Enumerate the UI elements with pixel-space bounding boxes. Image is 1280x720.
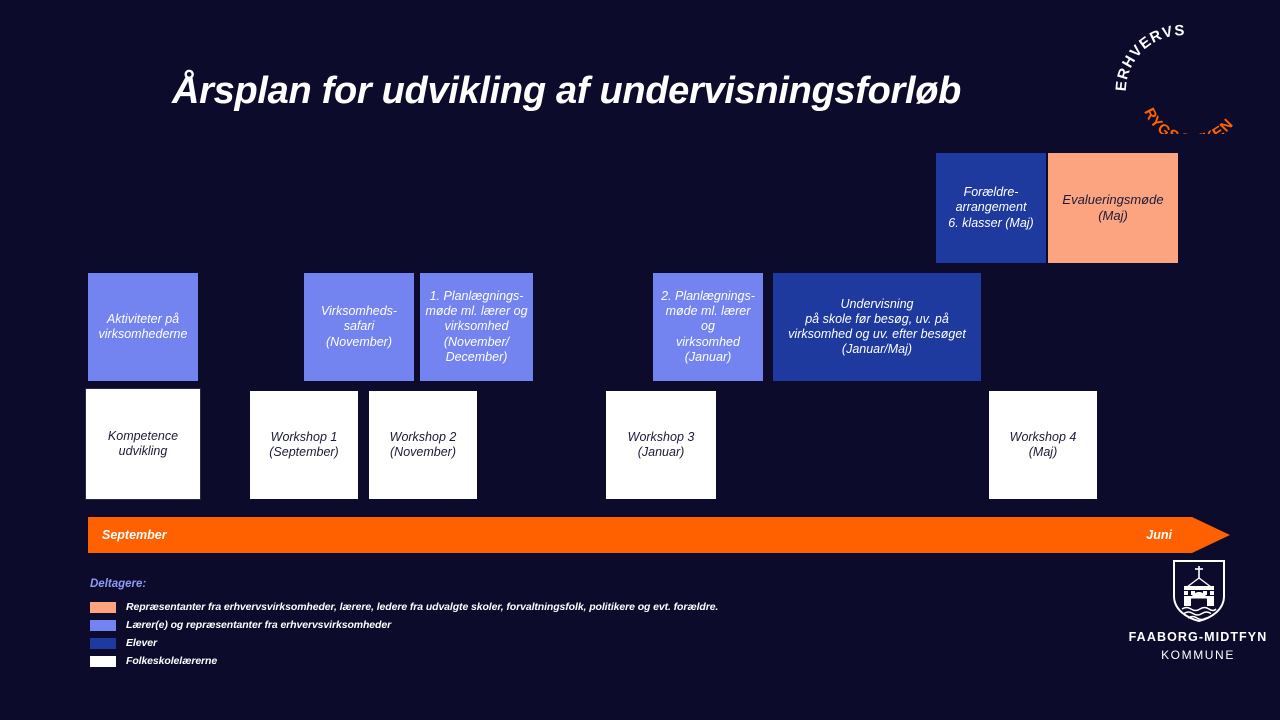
legend-item-label: Folkeskolelærerne	[126, 655, 218, 667]
box-workshop-1-label: Workshop 1(September)	[269, 429, 339, 459]
legend-swatch-darkblue	[90, 637, 116, 649]
box-workshop-2[interactable]: Workshop 2(November)	[369, 391, 477, 499]
svg-text:RYGSÆKKEN: RYGSÆKKEN	[1140, 105, 1237, 134]
legend-item: Lærer(e) og repræsentanter fra erhvervsv…	[90, 617, 850, 633]
legend: Deltagere: Repræsentanter fra erhvervsvi…	[90, 578, 850, 671]
logo-bottom-text: RYGSÆKKEN	[1140, 105, 1236, 134]
box-virksomheds-safari-label: Virksomheds-safari(November)	[320, 304, 398, 349]
legend-item-label: Elever	[126, 637, 157, 649]
legend-item-label: Lærer(e) og repræsentanter fra erhvervsv…	[126, 619, 392, 631]
coat-of-arms-shield-icon	[1171, 558, 1227, 624]
legend-swatch-white	[90, 655, 116, 667]
timeline-end-label: Juni	[1146, 528, 1172, 542]
legend-item: Repræsentanter fra erhvervsvirksomheder,…	[90, 599, 850, 615]
legend-item-label: Repræsentanter fra erhvervsvirksomheder,…	[126, 601, 719, 613]
legend-item: Folkeskolelærerne	[90, 653, 850, 669]
box-workshop-4[interactable]: Workshop 4(Maj)	[989, 391, 1097, 499]
box-evalueringsmoede[interactable]: Evalueringsmøde(Maj)	[1048, 153, 1178, 263]
box-workshop-1[interactable]: Workshop 1(September)	[250, 391, 358, 499]
erhvervs-rygsaekken-logo: ERHVERVS RYGSÆKKEN	[1112, 22, 1262, 134]
faaborg-midtfyn-kommune-logo: FAABORG-MIDTFYN KOMMUNE	[1118, 558, 1278, 670]
timeline-arrow-bar	[88, 517, 1192, 553]
box-workshop-4-label: Workshop 4(Maj)	[1009, 429, 1077, 459]
legend-title: Deltagere:	[90, 578, 147, 590]
legend-item: Elever	[90, 635, 850, 651]
box-evalueringsmoede-label: Evalueringsmøde(Maj)	[1062, 192, 1164, 223]
legend-swatch-periwinkle	[90, 619, 116, 631]
timeline-start-label: September	[102, 528, 167, 542]
box-workshop-3[interactable]: Workshop 3(Januar)	[606, 391, 716, 499]
svg-text:ERHVERVS: ERHVERVS	[1113, 22, 1186, 92]
timeline-arrow: September Juni	[88, 517, 1230, 553]
box-workshop-3-label: Workshop 3(Januar)	[627, 429, 695, 459]
page-title: Årsplan for udvikling af undervisningsfo…	[172, 70, 962, 112]
legend-swatch-peach	[90, 601, 116, 613]
logo-top-text: ERHVERVS	[1113, 22, 1185, 92]
kommune-sub: KOMMUNE	[1161, 648, 1235, 662]
box-workshop-2-label: Workshop 2(November)	[389, 429, 457, 459]
kommune-name: FAABORG-MIDTFYN	[1128, 630, 1268, 644]
timeline-arrow-head-icon	[1192, 517, 1230, 553]
box-virksomheds-safari[interactable]: Virksomheds-safari(November)	[304, 273, 414, 381]
